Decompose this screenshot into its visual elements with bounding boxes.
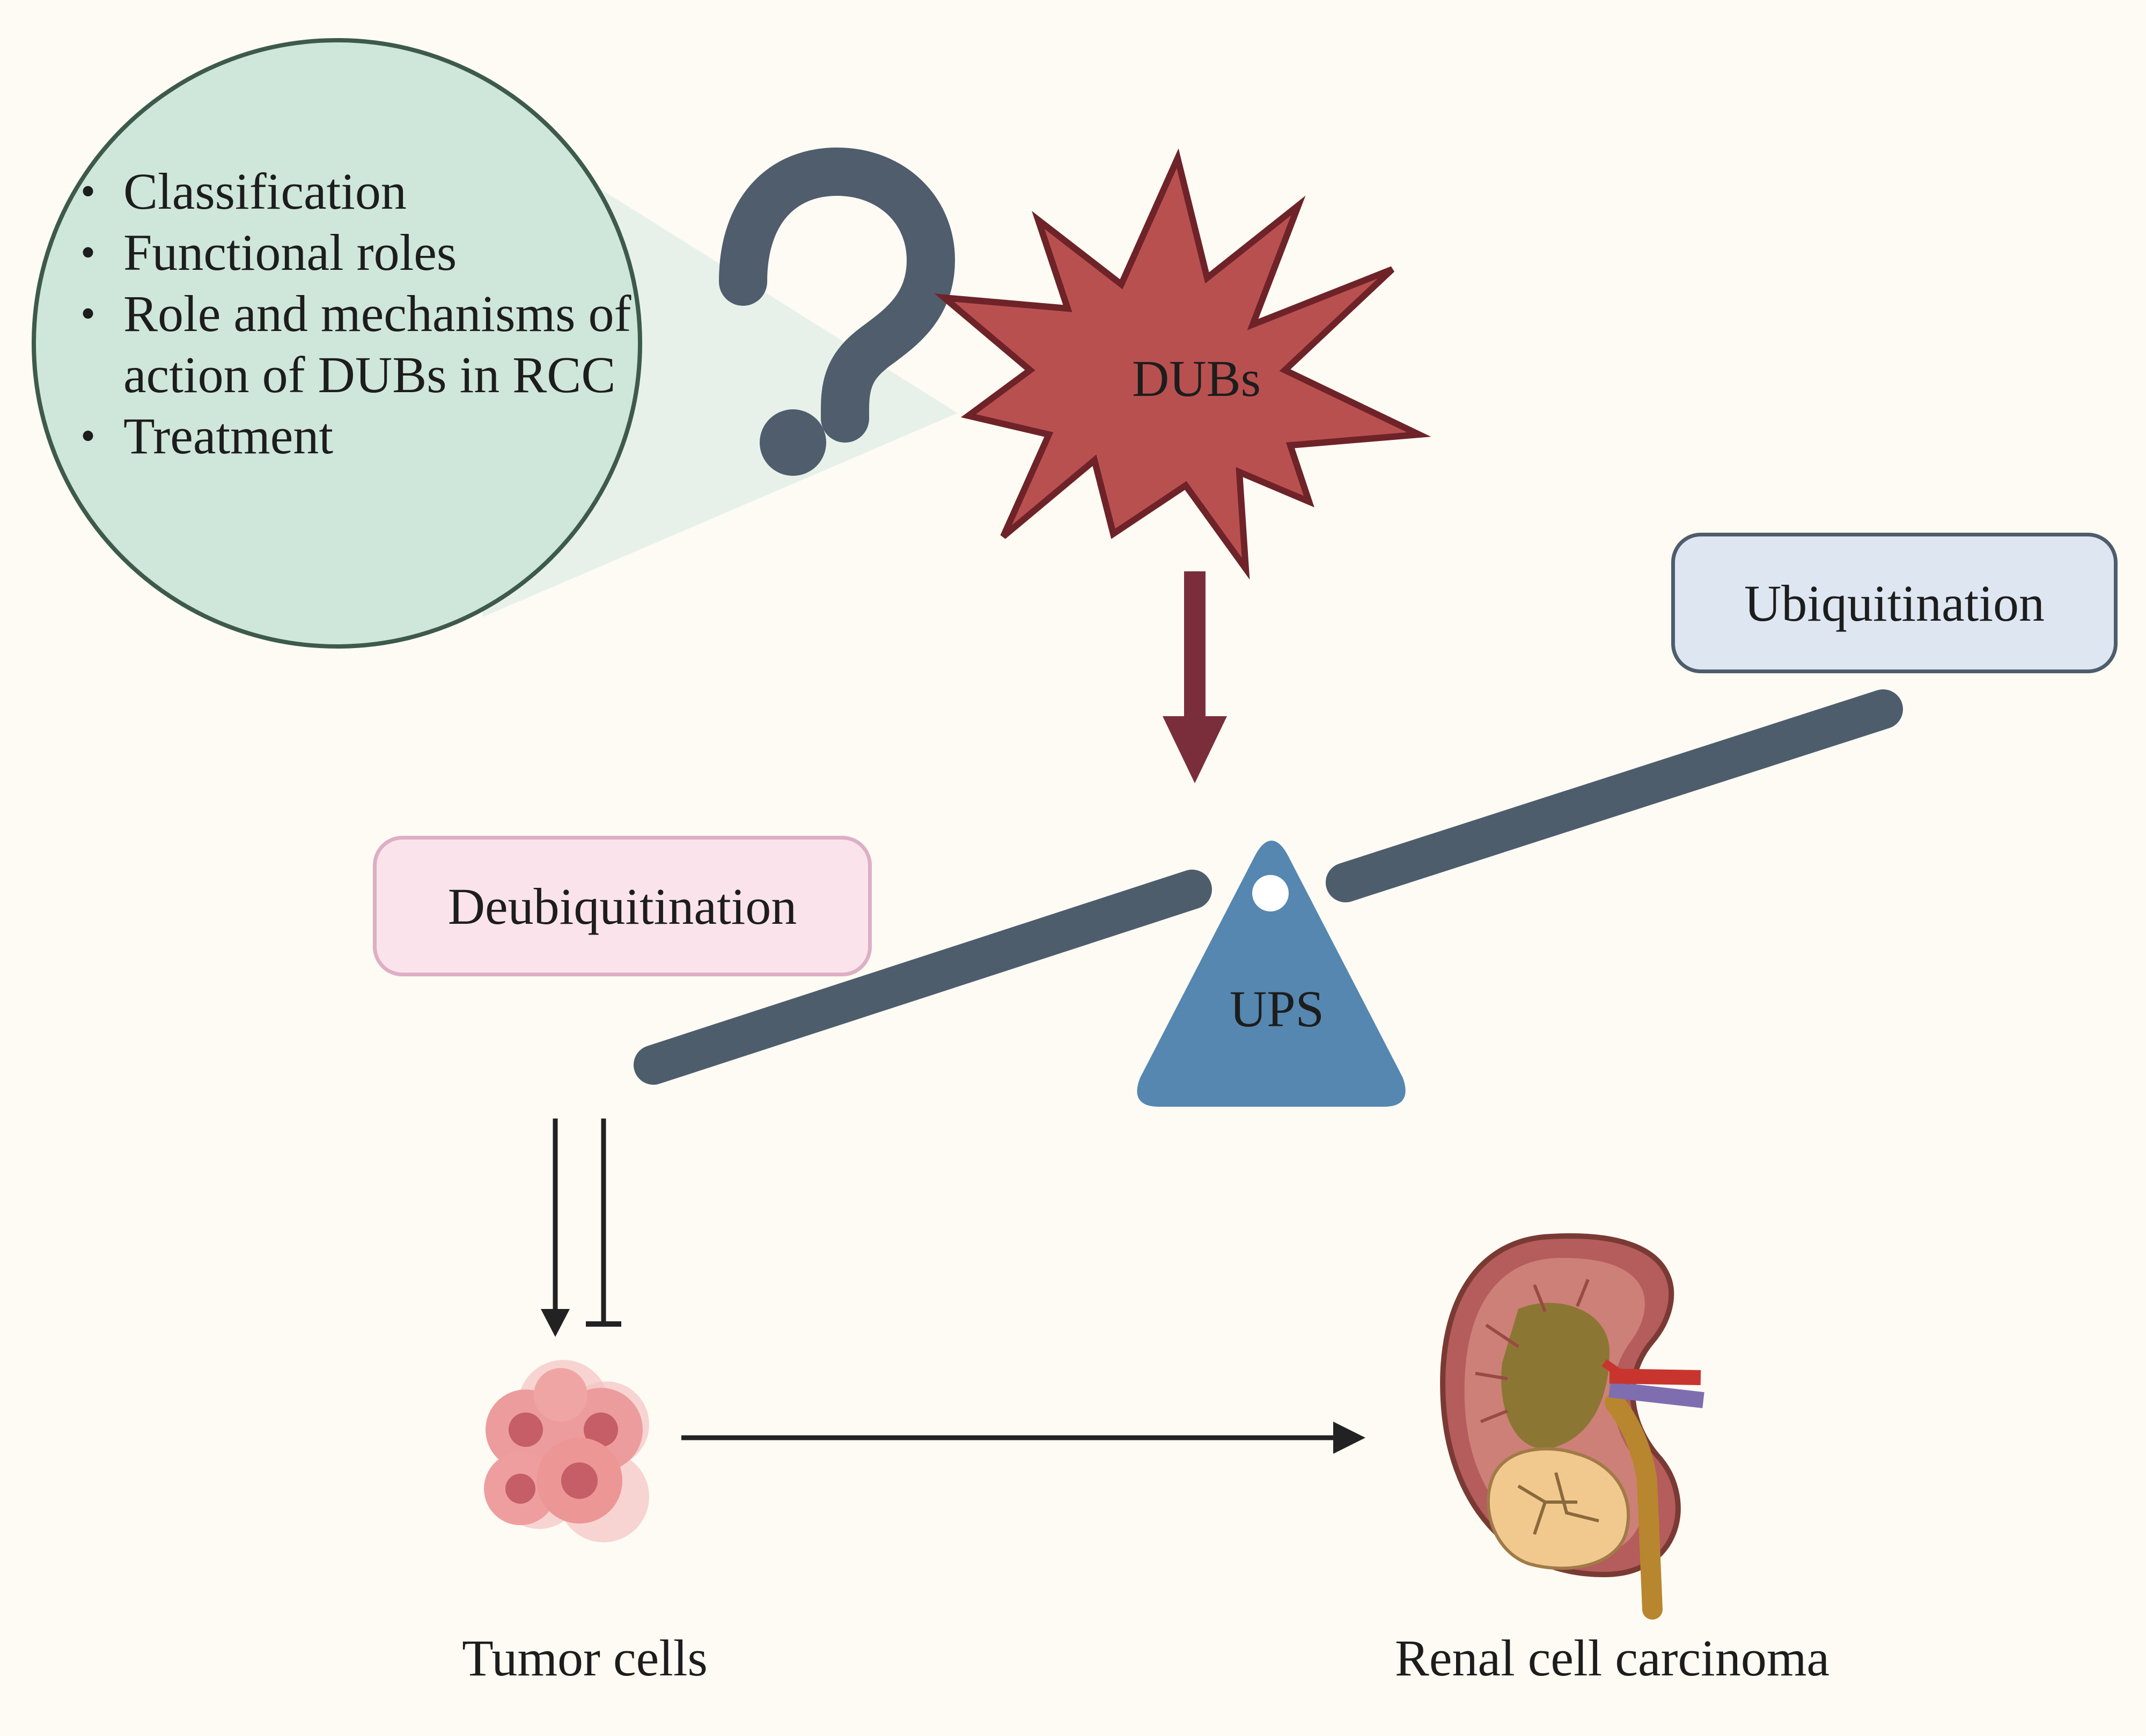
- deubiquitination-box: Deubiquitination: [373, 836, 872, 976]
- tumor-cells-label: Tumor cells: [462, 1629, 708, 1687]
- ubiquitination-box: Ubiquitination: [1671, 533, 2118, 673]
- bullet-item: Classification: [80, 161, 638, 222]
- promote-arrowhead: [541, 1309, 570, 1337]
- tumor-cells-icon: [484, 1360, 649, 1542]
- balance-beam: [634, 689, 1903, 1085]
- dubs-label: DUBs: [1131, 350, 1261, 407]
- callout-bullet-list: Classification Functional roles Role and…: [80, 161, 638, 467]
- renal-cell-carcinoma-label: Renal cell carcinoma: [1394, 1629, 1830, 1687]
- ups-label: UPS: [1229, 980, 1325, 1038]
- bullet-item: Role and mechanisms of action of DUBs in…: [80, 283, 638, 406]
- bullet-item: Functional roles: [80, 222, 638, 283]
- progression-arrowhead: [1333, 1422, 1365, 1454]
- fulcrum-triangle: [1137, 841, 1406, 1107]
- question-mark-icon: [719, 148, 955, 476]
- dubs-starburst-icon: [934, 148, 1431, 580]
- bullet-item: Treatment: [80, 406, 638, 467]
- fulcrum-pivot: [1252, 875, 1289, 911]
- dubs-down-arrow: [1163, 571, 1227, 783]
- kidney-rcc-icon: [1440, 1233, 1704, 1620]
